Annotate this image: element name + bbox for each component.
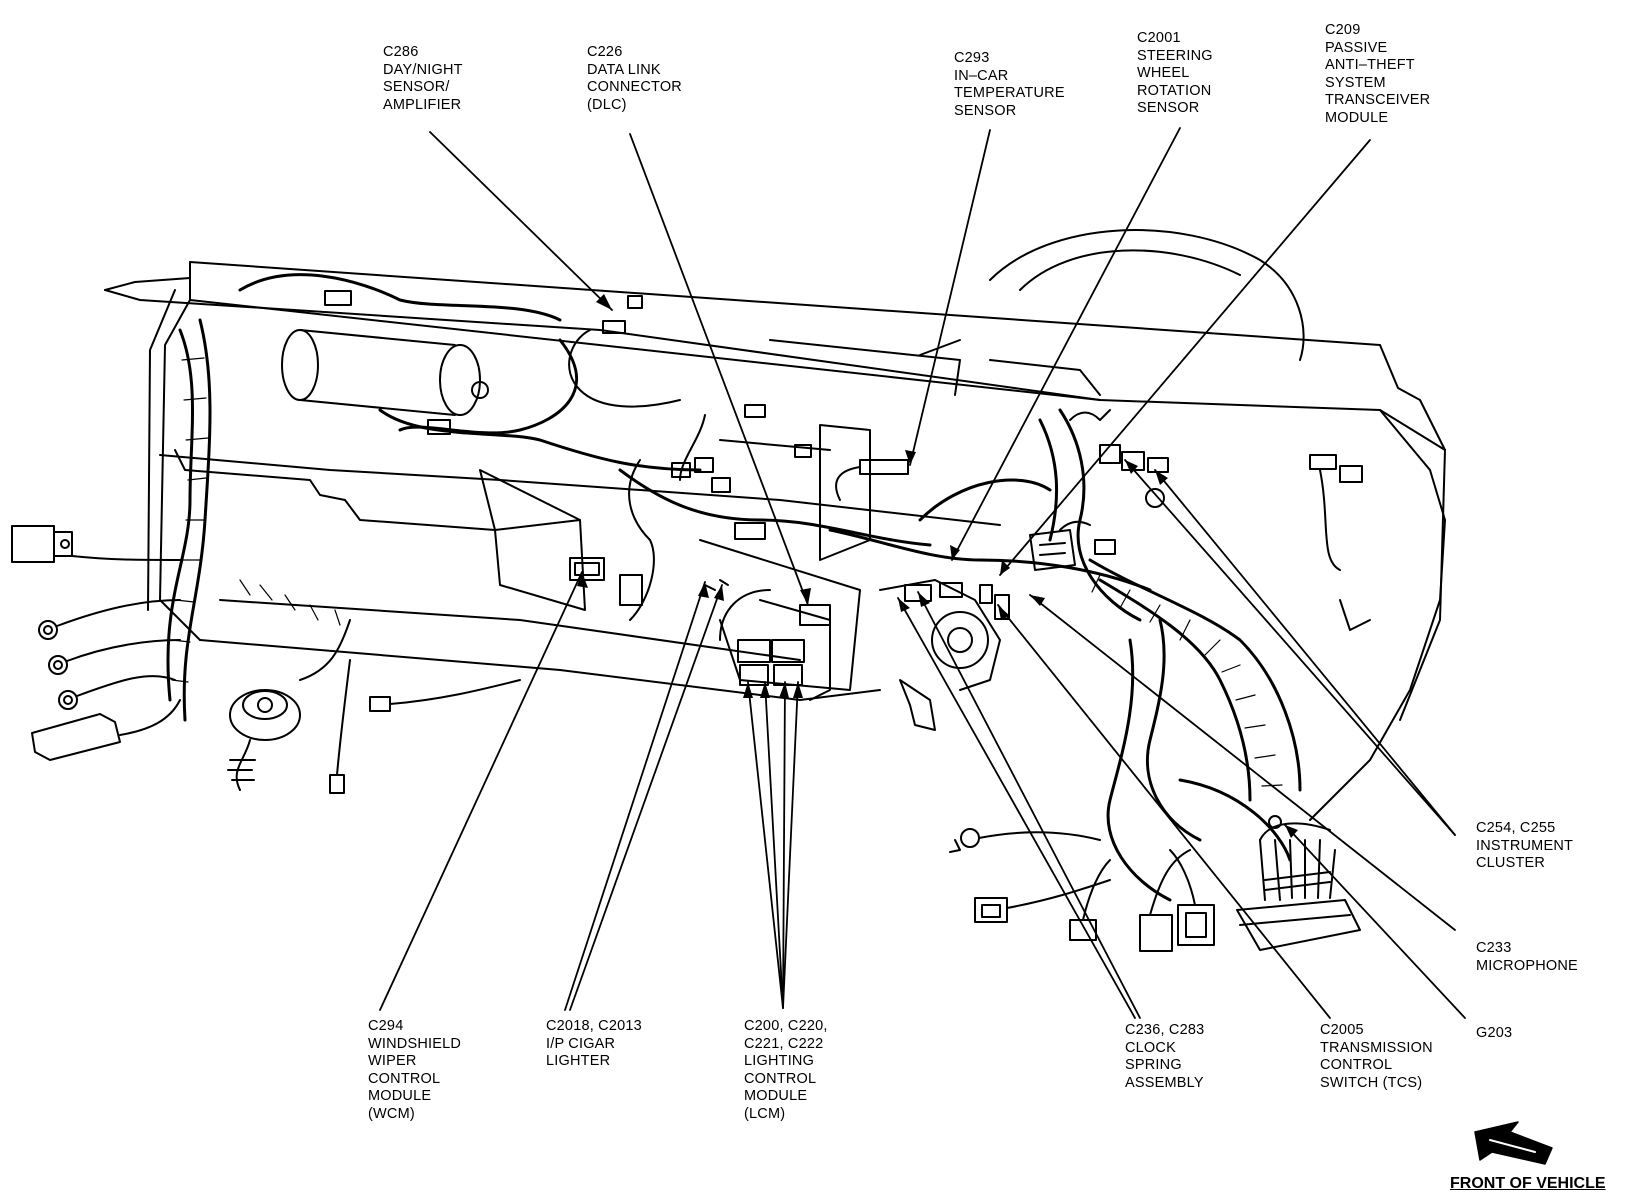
callout-c200-line: C200, C220, [744,1018,828,1034]
callout-c2005-line: C2005 [1320,1022,1364,1038]
callout-c294-line: (WCM) [368,1105,415,1122]
callout-c200-line: C221, C222 [744,1035,824,1052]
callout-c2001-line: C2001 [1137,30,1181,46]
callout-c2018-line: I/P CIGAR [546,1035,616,1052]
callout-c200-line: MODULE [744,1088,808,1104]
callout-c236-line: C236, C283 [1125,1022,1205,1038]
leader-lcm-d [782,681,799,1009]
callout-c2001-line: SENSOR [1137,100,1200,116]
callout-c286-line: DAY/NIGHT [383,61,463,78]
leader-c286 [429,131,613,311]
leader-c293 [909,129,991,466]
leader-arrowheads [577,294,1298,838]
callout-c226-line: CONNECTOR [587,79,682,95]
callout-c226-line: (DLC) [587,96,627,113]
callout-c226-line: DATA LINK [587,61,661,78]
leader-c2018-b [569,584,723,1011]
callout-c2001-line: WHEEL [1137,65,1190,81]
center-connectors [324,290,909,701]
leader-c233 [1029,594,1456,931]
callout-c200-line: (LCM) [744,1105,786,1122]
leader-c2001 [951,127,1181,561]
instrument-panel-outline [104,229,1446,821]
leader-lcm-a [747,681,784,1009]
callout-c293-line: C293 [954,50,990,66]
callout-c286-line: AMPLIFIER [383,96,462,113]
callout-c209-line: PASSIVE [1325,39,1388,56]
callout-c233-line: C233 [1476,940,1512,956]
callout-c2001-line: ROTATION [1137,82,1212,99]
callout-c209-line: MODULE [1325,109,1389,126]
callout-c2001-line: STEERING [1137,47,1213,64]
callout-c209-line: C209 [1325,22,1361,38]
leader-c236-b [917,591,1141,1019]
callout-c200-line: CONTROL [744,1070,817,1087]
leader-c294 [379,571,583,1011]
callout-c233-line: MICROPHONE [1476,957,1578,974]
callout-c200-line: LIGHTING [744,1053,815,1069]
leader-lcm-b [764,681,784,1009]
callout-c293-line: IN–CAR [954,67,1009,84]
callout-c294-line: MODULE [368,1088,432,1104]
callout-c254-line: C254, C255 [1476,820,1556,836]
callout-c294-line: WINDSHIELD [368,1035,462,1052]
front-of-vehicle-arrow [1474,1121,1553,1165]
callout-c2005-line: SWITCH (TCS) [1320,1074,1423,1091]
callout-c209-line: TRANSCEIVER [1325,92,1431,108]
leader-lines [379,127,1466,1019]
callout-c293-line: TEMPERATURE [954,85,1065,101]
harness-wrap-pattern [171,357,1283,787]
callout-g203-line: G203 [1476,1025,1513,1041]
callout-c294-line: CONTROL [368,1070,441,1087]
callout-g203: G203 [1476,1025,1512,1043]
leader-c2018-a [564,581,706,1011]
callout-c293-line: SENSOR [954,102,1017,119]
leader-c254-b [1124,459,1456,836]
callout-c226-line: C226 [587,44,623,60]
callout-c2018-line: LIGHTER [546,1053,611,1069]
callout-c2005-line: TRANSMISSION [1320,1039,1433,1056]
lower-right-pigtails [949,815,1361,952]
callout-c294-line: WIPER [368,1053,417,1069]
main-wiring-harness [166,273,1302,902]
leader-c226 [629,133,809,606]
front-of-vehicle-label: FRONT OF VEHICLE [1450,1175,1606,1192]
steering-column-area [879,409,1371,731]
left-duct-assembly [281,329,871,691]
leader-c2005 [997,604,1331,1019]
callout-c286-line: SENSOR/ [383,79,450,95]
callout-c2018-line: C2018, C2013 [546,1018,642,1034]
callout-c209-line: ANTI–THEFT [1325,57,1415,73]
callout-c2005-line: CONTROL [1320,1057,1393,1073]
left-pigtails [11,525,181,761]
callout-c286-line: C286 [383,44,419,60]
leader-c254-a [1154,469,1456,836]
callout-c236-line: CLOCK [1125,1039,1176,1056]
callout-c236-line: ASSEMBLY [1125,1074,1204,1091]
leader-lcm-c [782,681,786,1009]
leader-c236-a [897,597,1136,1019]
callout-c236-line: SPRING [1125,1057,1182,1073]
callout-c254-line: INSTRUMENT [1476,837,1574,854]
callout-c209-line: SYSTEM [1325,74,1386,91]
leader-g203 [1284,824,1466,1019]
callout-c254-line: CLUSTER [1476,855,1546,871]
leader-c209 [999,139,1371,576]
callout-c294-line: C294 [368,1018,404,1034]
lower-left-switch [227,619,521,794]
